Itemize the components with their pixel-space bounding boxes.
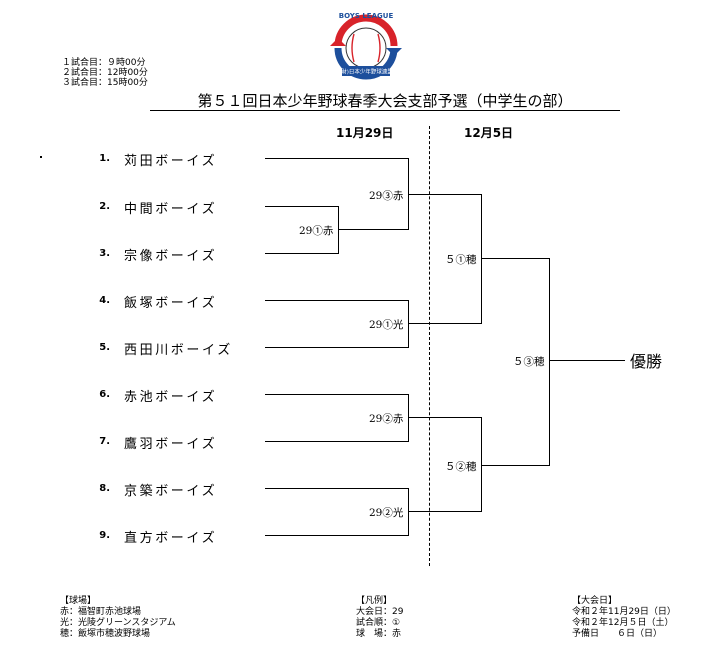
schedule-line-2: ２試合目：12時00分 (62, 68, 148, 78)
winner-label: 優勝 (630, 352, 663, 371)
team-name: 宗像ボーイズ (124, 249, 218, 264)
bracket-line (408, 488, 409, 536)
team-number: 9. (99, 530, 110, 541)
team-name: 飯塚ボーイズ (124, 296, 218, 311)
venue-line: 赤：福智町赤池球場 (60, 607, 142, 617)
team-name: 赤池ボーイズ (124, 390, 218, 405)
bracket-line (338, 206, 339, 254)
bracket-line (338, 229, 408, 230)
bracket-line (481, 258, 549, 259)
team-number: 1. (99, 153, 110, 164)
match-label: 29③赤 (368, 188, 405, 203)
date-divider (429, 126, 430, 566)
dates-section: 【大会日】 令和２年11月29日（日） 令和２年12月５日（土） 予備日 ６日（… (572, 596, 676, 640)
bracket-line (265, 488, 408, 489)
bracket-line (265, 158, 408, 159)
date-header-day2: 12月5日 (464, 126, 514, 140)
bracket-line (265, 441, 408, 442)
stray-dot (40, 156, 42, 158)
team-number: 4. (99, 295, 110, 306)
match-label: ５②穂 (444, 459, 478, 474)
venue-line: 穂：飯塚市穂波野球場 (60, 629, 151, 639)
bracket-line (265, 253, 338, 254)
date-line: 予備日 ６日（日） (572, 629, 663, 639)
bracket-line (549, 360, 625, 361)
bracket-line (265, 347, 408, 348)
team-number: 7. (99, 436, 110, 447)
date-header-day1: 11月29日 (336, 126, 394, 140)
venues-section: 【球場】 赤：福智町赤池球場 光：光陵グリーンスタジアム 穂：飯塚市穂波野球場 (60, 596, 176, 640)
match-label: 29②光 (368, 505, 405, 520)
bracket-line (408, 394, 409, 442)
logo-top-text: BOYS LEAGUE (339, 12, 394, 20)
team-name: 京築ボーイズ (124, 484, 218, 499)
venue-line: 光：光陵グリーンスタジアム (60, 618, 176, 628)
venues-heading: 【球場】 (60, 596, 97, 606)
title-underline (150, 110, 620, 111)
team-name: 鷹羽ボーイズ (124, 437, 218, 452)
bracket-line (408, 417, 481, 418)
team-number: 5. (99, 342, 110, 353)
bracket-line (549, 258, 550, 466)
logo-banner-text: (財)日本少年野球連盟 (339, 68, 393, 76)
team-number: 8. (99, 483, 110, 494)
legend-heading: 【凡例】 (356, 596, 393, 606)
schedule-line-3: ３試合目：15時00分 (62, 78, 148, 88)
match-label: ５③穂 (512, 354, 546, 369)
bracket-line (481, 417, 482, 512)
bracket-line (265, 535, 408, 536)
match-label: 29①光 (368, 317, 405, 332)
page-title: 第５１回日本少年野球春季大会支部予選（中学生の部） (197, 92, 573, 110)
bracket-line (265, 206, 338, 207)
team-name: 直方ボーイズ (124, 531, 218, 546)
date-line: 令和２年11月29日（日） (572, 607, 676, 617)
legend-line: 大会日：29 (356, 607, 404, 617)
legend-line: 試合順：① (356, 618, 401, 628)
team-name: 中間ボーイズ (124, 202, 218, 217)
dates-heading: 【大会日】 (572, 596, 618, 606)
legend-section: 【凡例】 大会日：29 試合順：① 球 場：赤 (356, 596, 403, 640)
team-number: 2. (99, 201, 110, 212)
match-label: 29②赤 (368, 411, 405, 426)
bracket-line (265, 300, 408, 301)
bracket-line (481, 465, 549, 466)
bracket-line (408, 300, 409, 348)
bracket-line (408, 194, 481, 195)
bracket-line (408, 323, 481, 324)
match-label: 29①赤 (298, 223, 335, 238)
team-name: 西田川ボーイズ (124, 343, 233, 358)
team-number: 3. (99, 248, 110, 259)
bracket-line (265, 394, 408, 395)
bracket-line (481, 194, 482, 324)
bracket-line (408, 511, 481, 512)
boys-league-logo: BOYS LEAGUE (財)日本少年野球連盟 (330, 12, 402, 80)
date-line: 令和２年12月５日（土） (572, 618, 674, 628)
team-name: 苅田ボーイズ (124, 154, 218, 169)
match-label: ５①穂 (444, 252, 478, 267)
schedule-line-1: １試合目：９時00分 (62, 58, 146, 68)
team-number: 6. (99, 389, 110, 400)
legend-line: 球 場：赤 (356, 629, 402, 639)
